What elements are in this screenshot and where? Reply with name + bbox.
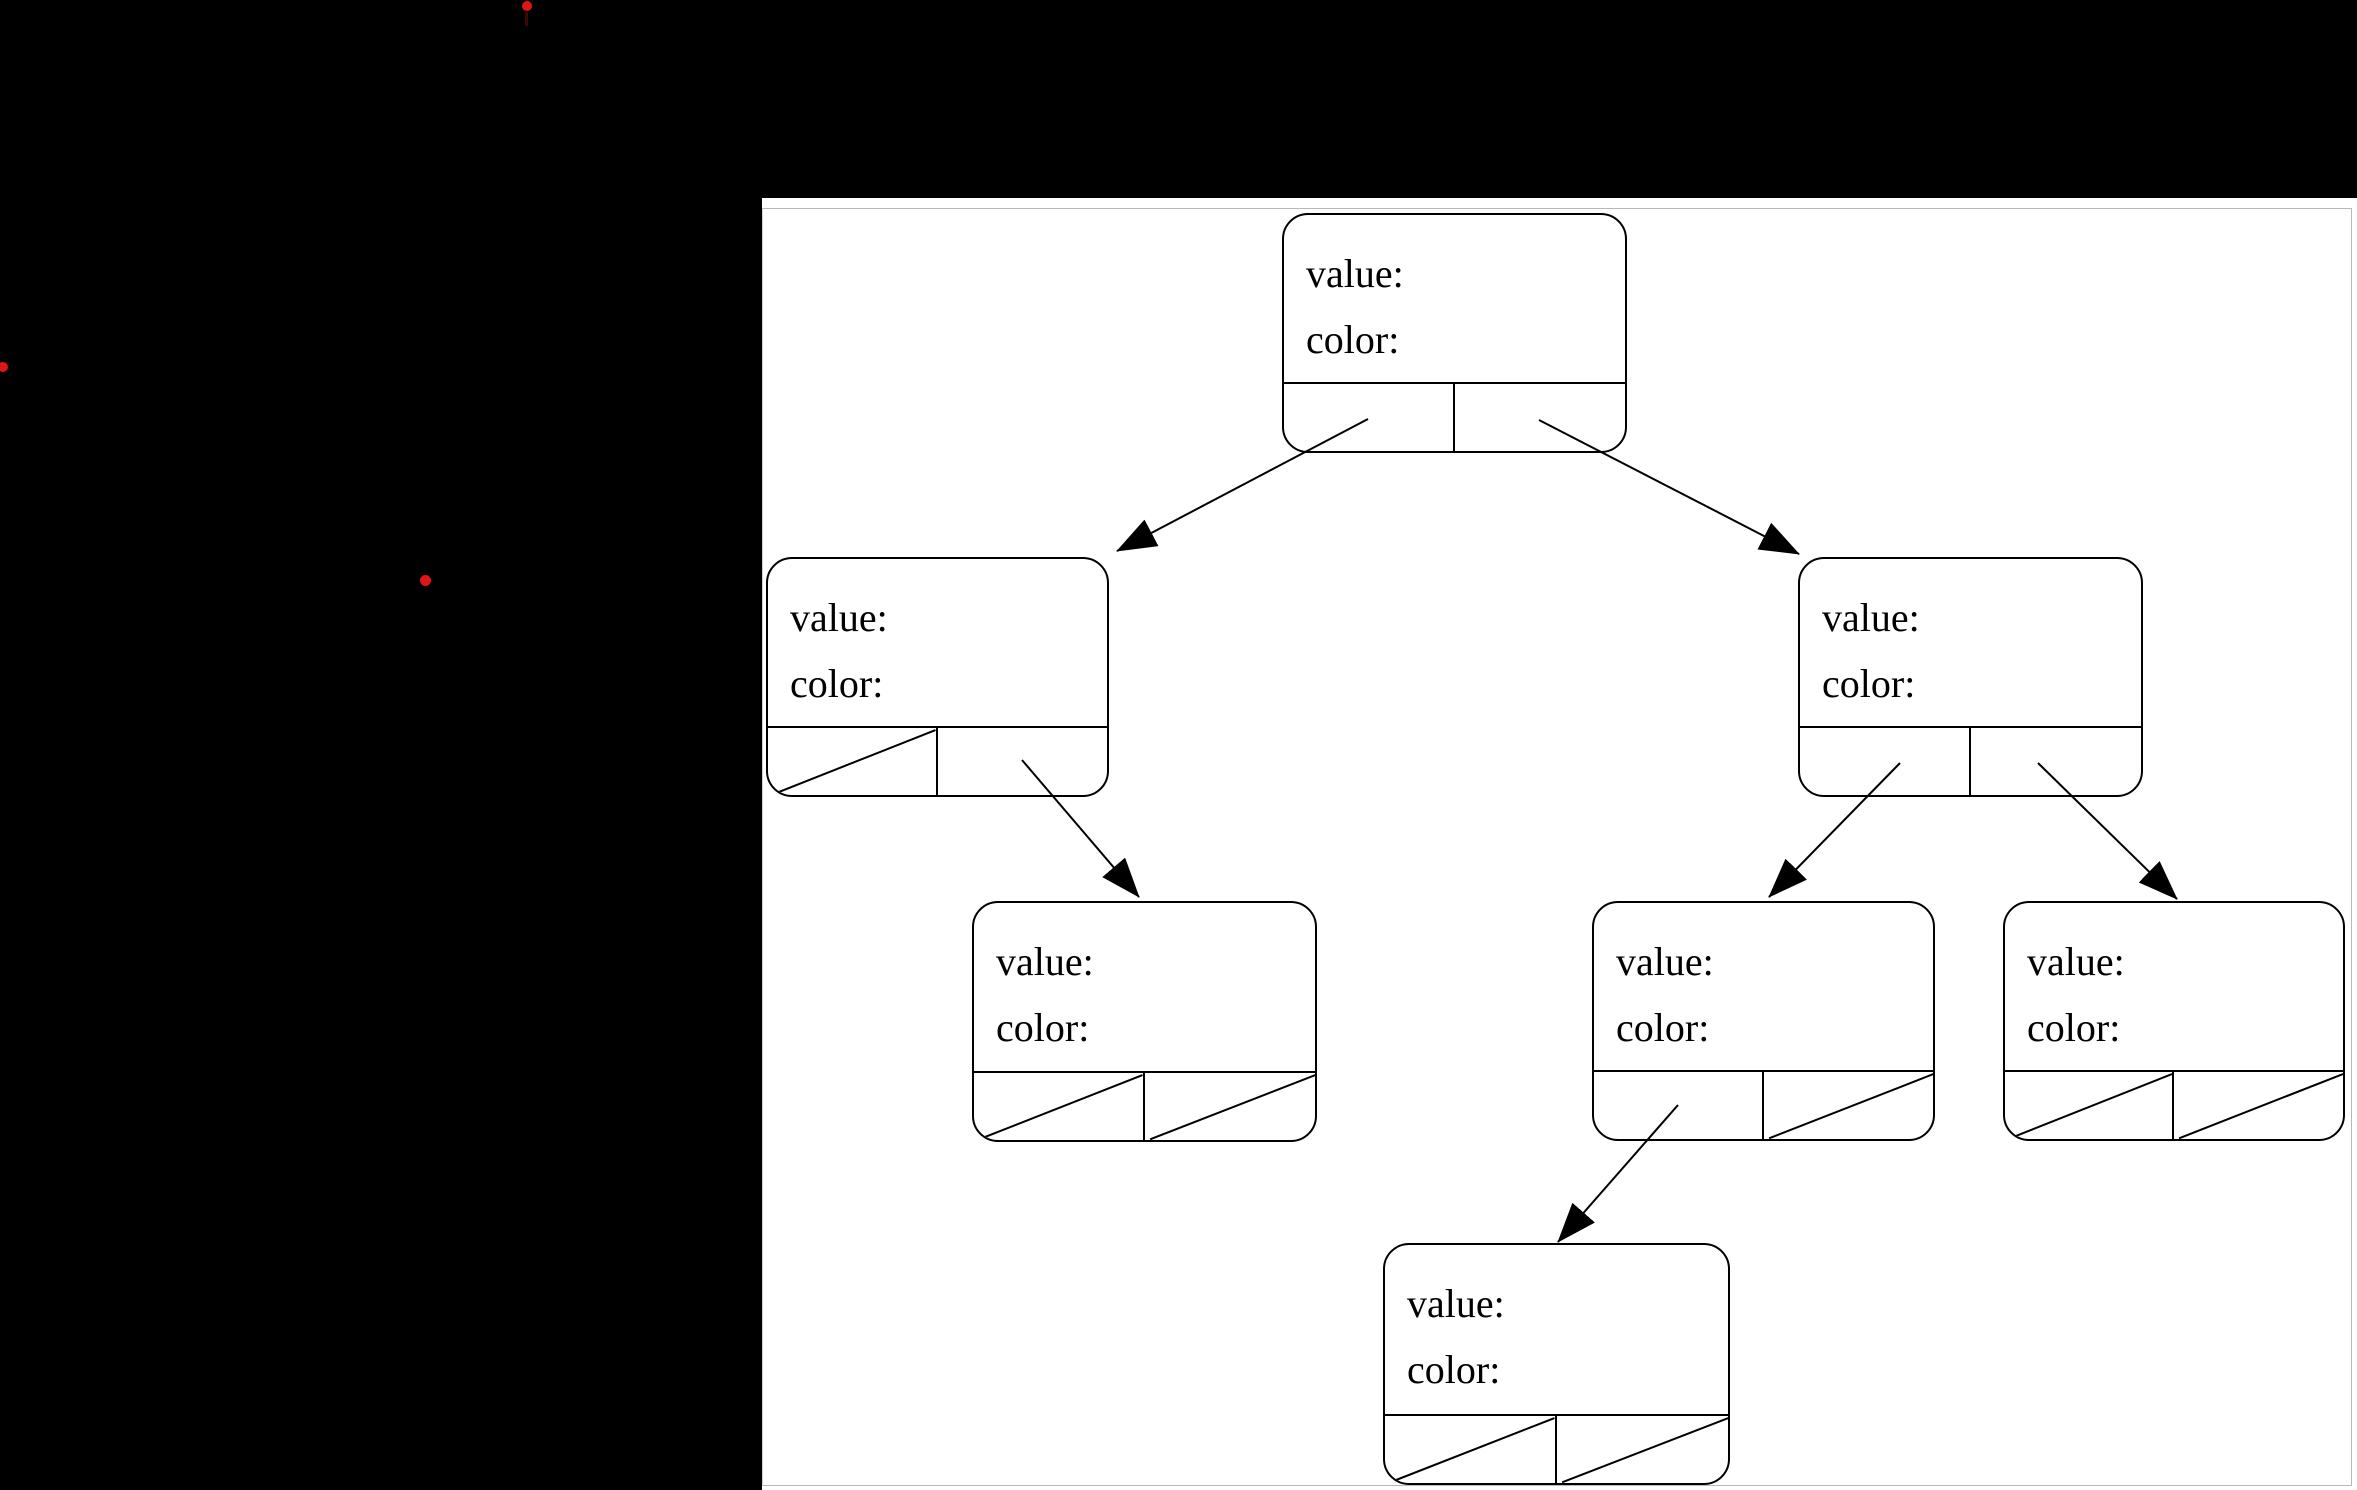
pointer-row: [1594, 1070, 1933, 1139]
node-fields: value: color:: [768, 559, 1107, 726]
right-pointer-cell: [1145, 1073, 1316, 1140]
red-marker-dot-mid-left: [420, 575, 431, 586]
pointer-row: [2005, 1070, 2343, 1139]
right-pointer-cell: [2174, 1072, 2343, 1139]
left-pointer-cell: [974, 1073, 1145, 1140]
null-pointer-slash: [1557, 1416, 1729, 1483]
right-pointer-cell: [1764, 1072, 1934, 1139]
tree-node-right-left-left: value: color:: [1383, 1243, 1730, 1485]
node-fields: value: color:: [974, 903, 1315, 1071]
color-field-label: color:: [1616, 1005, 1710, 1050]
node-fields: value: color:: [1385, 1245, 1728, 1414]
red-marker-dot-top: [522, 1, 532, 11]
value-field-label: value:: [996, 939, 1094, 984]
null-pointer-slash: [2005, 1072, 2172, 1139]
tree-node-right: value: color:: [1798, 557, 2143, 797]
color-field-label: color:: [1407, 1347, 1501, 1392]
value-field-label: value:: [1407, 1281, 1505, 1326]
pointer-row: [768, 726, 1107, 795]
left-pointer-cell: [1385, 1416, 1557, 1483]
pointer-row: [1284, 382, 1625, 451]
left-pointer-cell: [1800, 728, 1971, 795]
color-field-label: color:: [1822, 661, 1916, 706]
pointer-row: [1800, 726, 2141, 795]
right-pointer-cell: [1971, 728, 2142, 795]
node-fields: value: color:: [1284, 215, 1625, 382]
node-fields: value: color:: [1800, 559, 2141, 726]
node-fields: value: color:: [1594, 903, 1933, 1070]
tree-node-root: value: color:: [1282, 213, 1627, 453]
right-pointer-cell: [1455, 384, 1626, 451]
null-pointer-slash: [1385, 1416, 1555, 1483]
color-field-label: color:: [2027, 1005, 2121, 1050]
tree-node-left-right: value: color:: [972, 901, 1317, 1142]
color-field-label: color:: [1306, 317, 1400, 362]
left-pointer-cell: [2005, 1072, 2174, 1139]
color-field-label: color:: [790, 661, 884, 706]
node-fields: value: color:: [2005, 903, 2343, 1070]
null-pointer-slash: [768, 728, 936, 795]
value-field-label: value:: [1306, 251, 1404, 296]
pointer-row: [1385, 1414, 1728, 1483]
null-pointer-slash: [2174, 1072, 2343, 1139]
value-field-label: value:: [790, 595, 888, 640]
tree-node-right-right: value: color:: [2003, 901, 2345, 1141]
red-marker-dot-left-edge: [0, 362, 8, 372]
null-pointer-slash: [974, 1073, 1143, 1140]
right-pointer-cell: [1557, 1416, 1729, 1483]
null-pointer-slash: [1145, 1073, 1316, 1140]
value-field-label: value:: [1616, 939, 1714, 984]
right-pointer-cell: [938, 728, 1108, 795]
tree-node-right-left: value: color:: [1592, 901, 1935, 1141]
value-field-label: value:: [2027, 939, 2125, 984]
left-pointer-cell: [768, 728, 938, 795]
tree-node-left: value: color:: [766, 557, 1109, 797]
null-pointer-slash: [1764, 1072, 1934, 1139]
value-field-label: value:: [1822, 595, 1920, 640]
red-marker-stem: [525, 12, 528, 26]
color-field-label: color:: [996, 1005, 1090, 1050]
left-pointer-cell: [1284, 384, 1455, 451]
pointer-row: [974, 1071, 1315, 1140]
left-pointer-cell: [1594, 1072, 1764, 1139]
